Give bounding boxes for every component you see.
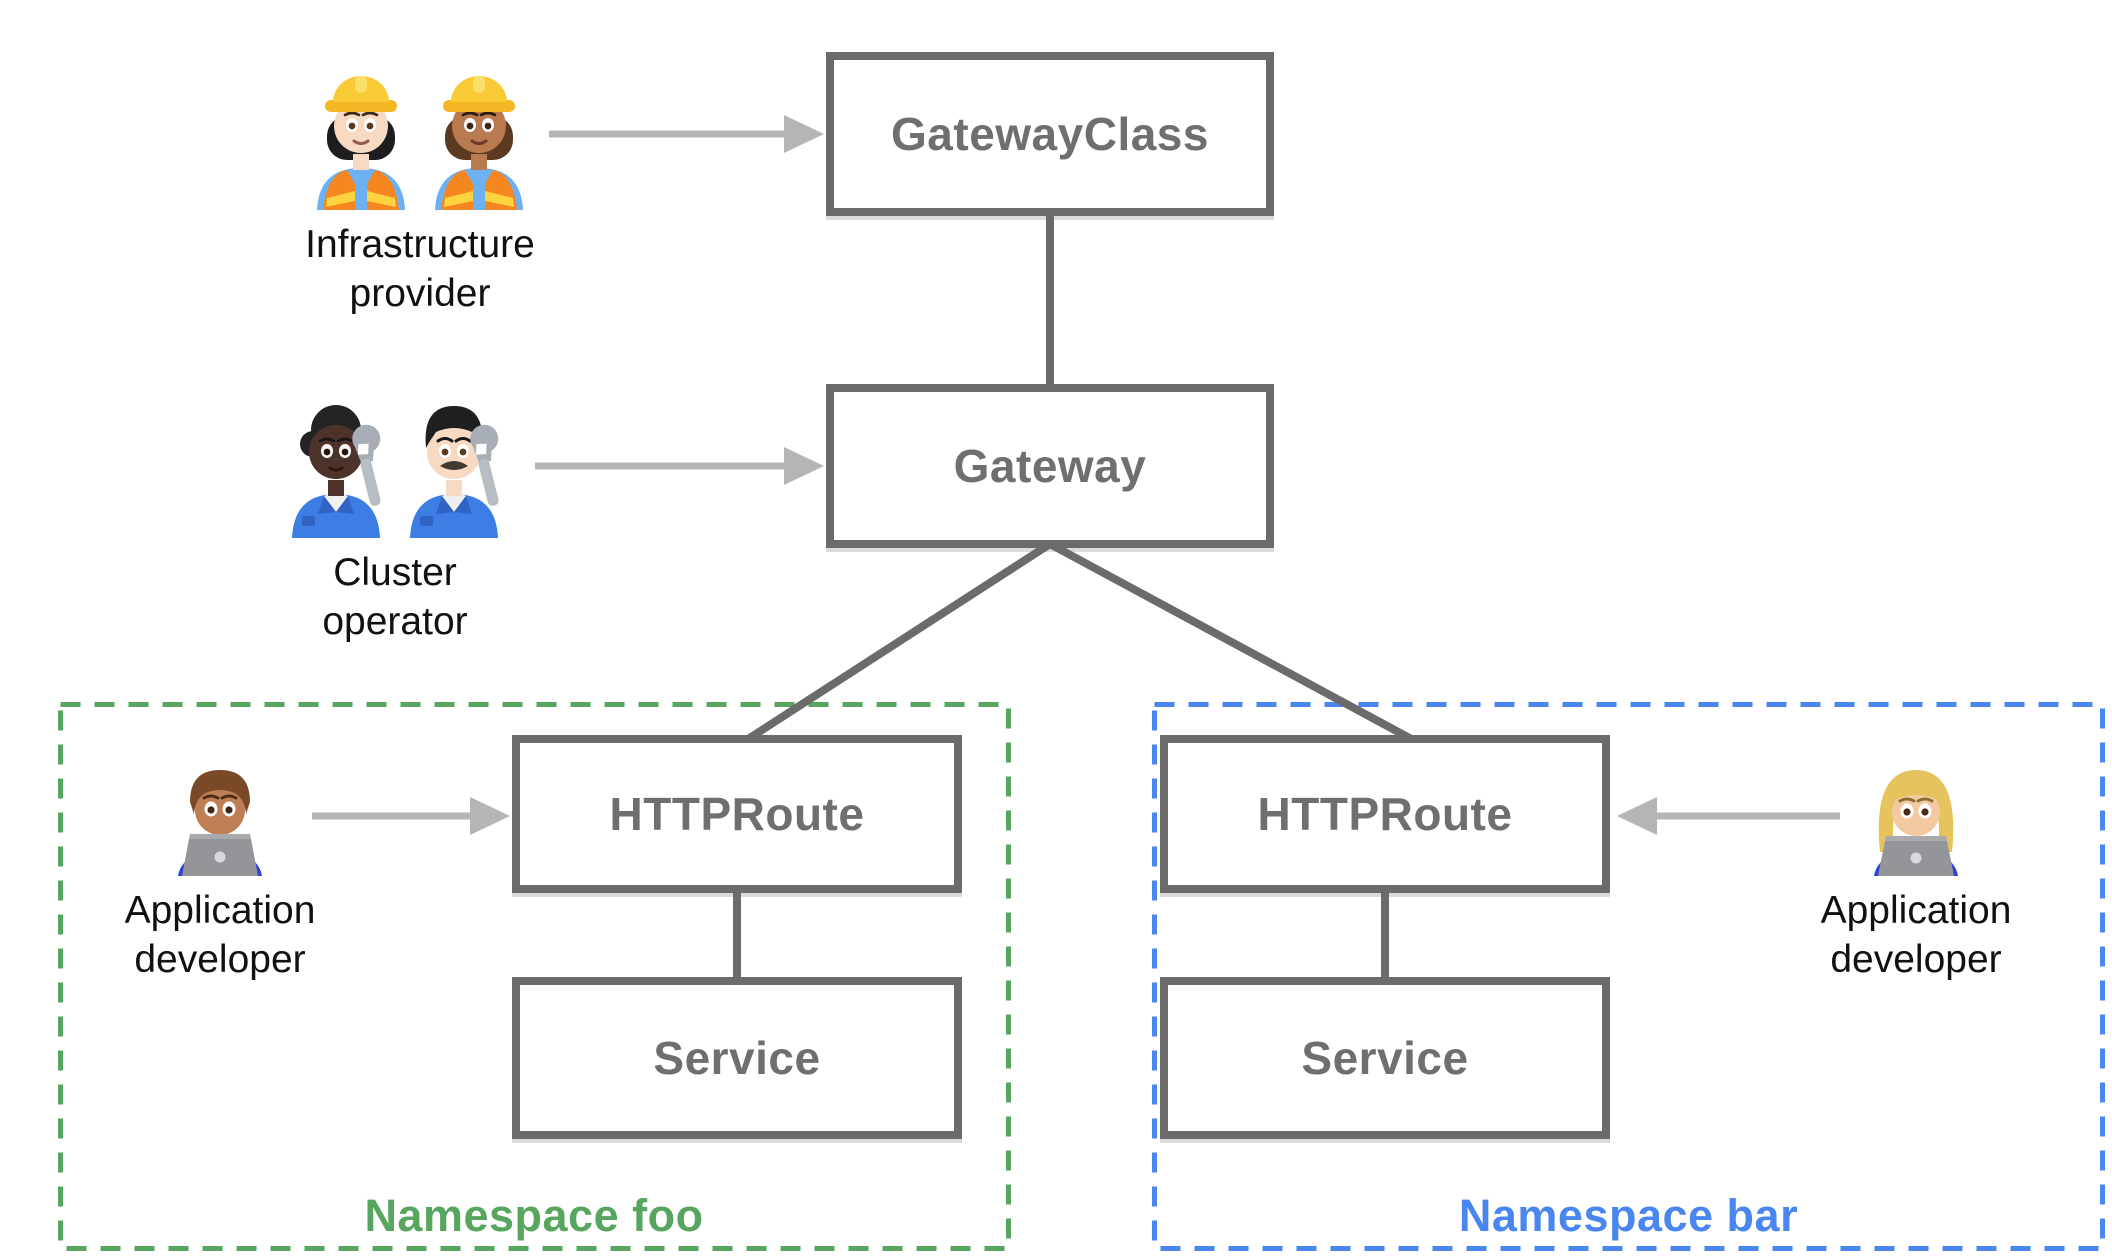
app-developer-foo-icons bbox=[90, 756, 350, 878]
persona-infrastructure-provider: Infrastructure provider bbox=[240, 64, 600, 318]
arrow-head bbox=[470, 797, 510, 835]
connector-gateway-to-httproute-bar bbox=[1048, 540, 1417, 745]
service-bar-box: Service bbox=[1160, 977, 1610, 1139]
app-developer-bar-icons bbox=[1786, 756, 2046, 878]
connector-gateway-to-httproute-foo bbox=[742, 540, 1053, 745]
service-foo-label: Service bbox=[653, 1032, 821, 1084]
label-line-1: Application bbox=[1820, 889, 2012, 932]
arrow-head bbox=[784, 115, 824, 153]
arrow-head bbox=[1617, 797, 1657, 835]
httproute-foo-label: HTTPRoute bbox=[609, 788, 865, 840]
label-line-2: provider bbox=[349, 272, 491, 315]
app-developer-foo-label: Application developer bbox=[90, 886, 350, 984]
label-line-1: Cluster bbox=[333, 551, 457, 594]
cluster-operator-label: Cluster operator bbox=[215, 548, 575, 646]
app-developer-bar-label: Application developer bbox=[1786, 886, 2046, 984]
service-foo-box: Service bbox=[512, 977, 962, 1139]
persona-cluster-operator: Cluster operator bbox=[215, 392, 575, 646]
persona-app-developer-foo: Application developer bbox=[90, 756, 350, 984]
mechanic-dark-skin-emoji-icon bbox=[292, 405, 381, 538]
namespace-bar-label: Namespace bar bbox=[1458, 1190, 1799, 1241]
arrow-head bbox=[784, 447, 824, 485]
arrow-app-developer-to-httproute-foo bbox=[312, 797, 510, 835]
persona-app-developer-bar: Application developer bbox=[1786, 756, 2046, 984]
httproute-bar-label: HTTPRoute bbox=[1257, 788, 1513, 840]
label-line-2: developer bbox=[134, 938, 306, 981]
arrow-cluster-operator-to-gateway bbox=[535, 447, 824, 485]
man-mechanic-light-skin-emoji-icon bbox=[410, 406, 499, 538]
gateway-label: Gateway bbox=[953, 440, 1147, 492]
infrastructure-provider-icons bbox=[240, 64, 600, 212]
woman-technologist-blonde-emoji-icon bbox=[1874, 770, 1958, 876]
httproute-bar-box: HTTPRoute bbox=[1160, 735, 1610, 893]
cluster-operator-icons bbox=[215, 392, 575, 540]
label-line-1: Application bbox=[124, 889, 316, 932]
arrow-infrastructure-provider-to-gatewayclass bbox=[549, 115, 824, 153]
gateway-box: Gateway bbox=[826, 384, 1274, 548]
gatewayclass-box: GatewayClass bbox=[826, 52, 1274, 216]
gatewayclass-label: GatewayClass bbox=[891, 108, 1209, 160]
man-technologist-medium-skin-emoji-icon bbox=[178, 770, 262, 876]
woman-construction-worker-light-skin-emoji-icon bbox=[317, 76, 405, 210]
namespace-foo-label: Namespace foo bbox=[364, 1190, 704, 1241]
label-line-1: Infrastructure bbox=[305, 223, 535, 266]
label-line-2: operator bbox=[322, 600, 468, 643]
httproute-foo-box: HTTPRoute bbox=[512, 735, 962, 893]
service-bar-label: Service bbox=[1301, 1032, 1469, 1084]
woman-construction-worker-medium-skin-emoji-icon bbox=[435, 76, 523, 210]
arrow-app-developer-to-httproute-bar bbox=[1617, 797, 1840, 835]
label-line-2: developer bbox=[1830, 938, 2002, 981]
infrastructure-provider-label: Infrastructure provider bbox=[240, 220, 600, 318]
